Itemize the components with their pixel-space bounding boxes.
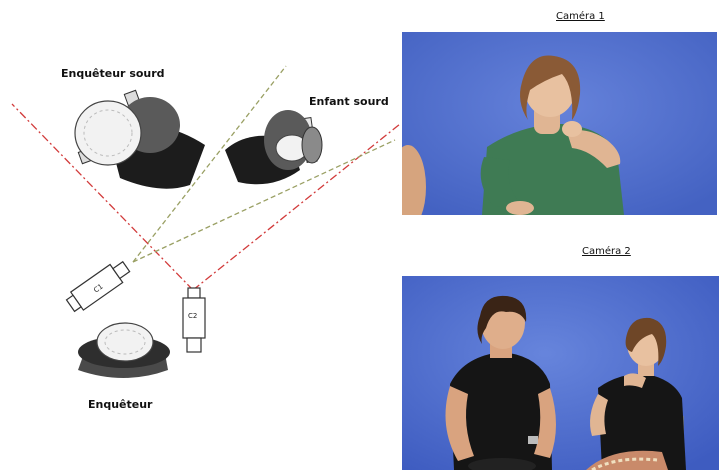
deaf-interviewer-figure — [74, 89, 205, 189]
label-deaf-child: Enfant sourd — [309, 95, 389, 108]
camera-2-adult — [445, 295, 556, 470]
camera-2-tag: C2 — [188, 312, 197, 320]
camera-1-icon: C1 — [65, 260, 131, 313]
camera-2-red-sightline-right — [192, 123, 400, 291]
label-interviewer: Enquêteur — [88, 398, 153, 411]
camera-1-olive-sightline-right — [132, 139, 396, 263]
deaf-child-figure — [225, 110, 323, 185]
camera-2-child — [586, 317, 686, 470]
sightlines — [11, 65, 400, 291]
adjacent-person-arm — [402, 145, 426, 215]
label-deaf-interviewer: Enquêteur sourd — [61, 67, 165, 80]
camera-2-icon: C2 — [182, 287, 206, 353]
interviewer-figure — [78, 322, 170, 378]
camera-1-title: Caméra 1 — [556, 11, 605, 22]
setup-diagram: C1 C2 — [11, 65, 400, 378]
camera-1-child — [480, 55, 624, 215]
camera-2-red-sightline-left — [11, 103, 194, 291]
camera-2-title: Caméra 2 — [582, 246, 631, 257]
camera-1-tag: C1 — [92, 283, 104, 295]
camera-1-frame — [402, 32, 717, 215]
camera-1-olive-sightline-up — [132, 65, 287, 263]
camera-2-frame — [402, 276, 719, 470]
